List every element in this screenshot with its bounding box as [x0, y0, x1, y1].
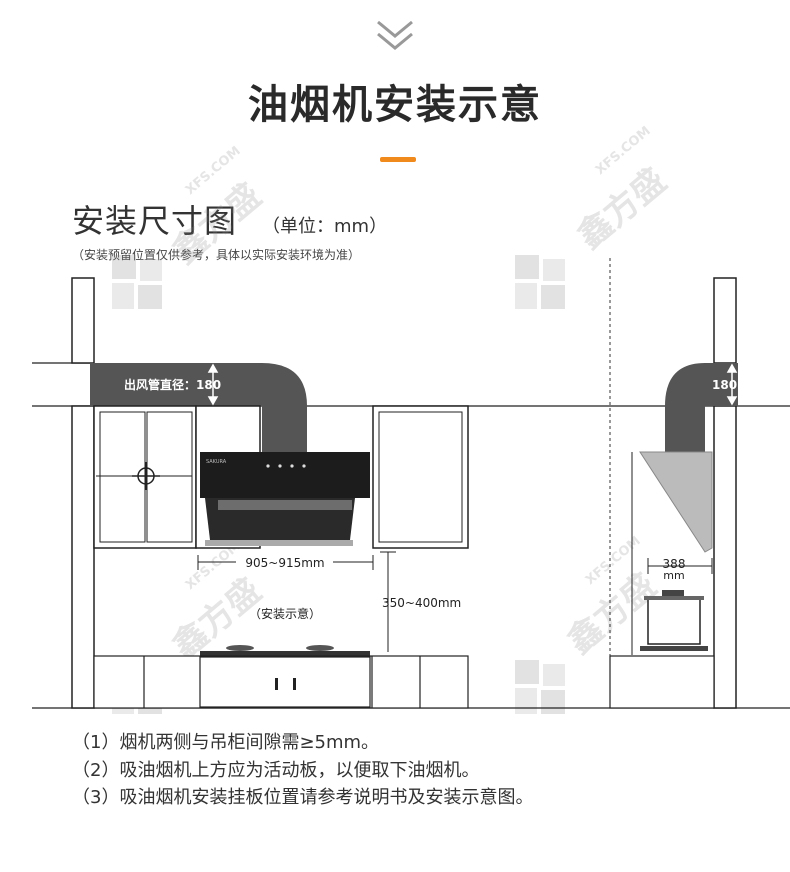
- cabinet-handles: [275, 678, 296, 690]
- upper-cabinet-right: [372, 405, 469, 549]
- watermark-brand: 鑫方盛: [570, 161, 674, 257]
- side-exhaust-duct: [665, 363, 714, 452]
- duct-diameter-label: 出风管直径：180: [124, 377, 221, 392]
- title-accent-bar: [380, 157, 416, 162]
- scroll-down-chevron-icon: [377, 20, 413, 50]
- duct-diameter-arrow: [207, 363, 219, 406]
- cooking-pot: [640, 590, 708, 651]
- side-duct-value: 180: [712, 378, 737, 392]
- gas-cooktop: [200, 645, 370, 657]
- note-item: （1）烟机两侧与吊柜间隙需≥5mm。: [72, 732, 380, 753]
- install-caption: （安装示意）: [249, 606, 321, 621]
- side-depth-value: 388: [663, 557, 686, 571]
- note-item: （2）吸油烟机上方应为活动板，以便取下油烟机。: [72, 760, 480, 781]
- range-hood: SAKURA: [200, 406, 370, 546]
- base-cabinets: [93, 655, 469, 709]
- page-title: 油烟机安装示意: [248, 82, 542, 128]
- target-icon: [132, 462, 160, 490]
- watermark-brand: 鑫方盛: [165, 176, 269, 272]
- side-range-hood: [639, 451, 713, 553]
- side-depth-dimension: [647, 558, 713, 574]
- svg-text:SAKURA: SAKURA: [206, 459, 227, 465]
- right-wall-column: [713, 277, 737, 709]
- section-unit: （单位：mm）: [262, 216, 388, 237]
- width-dimension: [197, 555, 374, 570]
- section-note: （安装预留位置仅供参考，具体以实际安装环境为准）: [72, 248, 361, 262]
- side-base-cabinet: [609, 655, 715, 709]
- height-range-label: 350~400mm: [382, 596, 461, 610]
- side-duct-arrow: [726, 363, 738, 406]
- exhaust-duct: [90, 363, 307, 452]
- height-dimension: [380, 551, 396, 652]
- note-item: （3）吸油烟机安装挂板位置请参考说明书及安装示意图。: [72, 787, 534, 808]
- section-title: 安装尺寸图: [72, 202, 238, 240]
- left-wall-column: [71, 277, 95, 709]
- width-range-label: 905~915mm: [245, 556, 324, 570]
- side-depth-unit: mm: [663, 569, 684, 582]
